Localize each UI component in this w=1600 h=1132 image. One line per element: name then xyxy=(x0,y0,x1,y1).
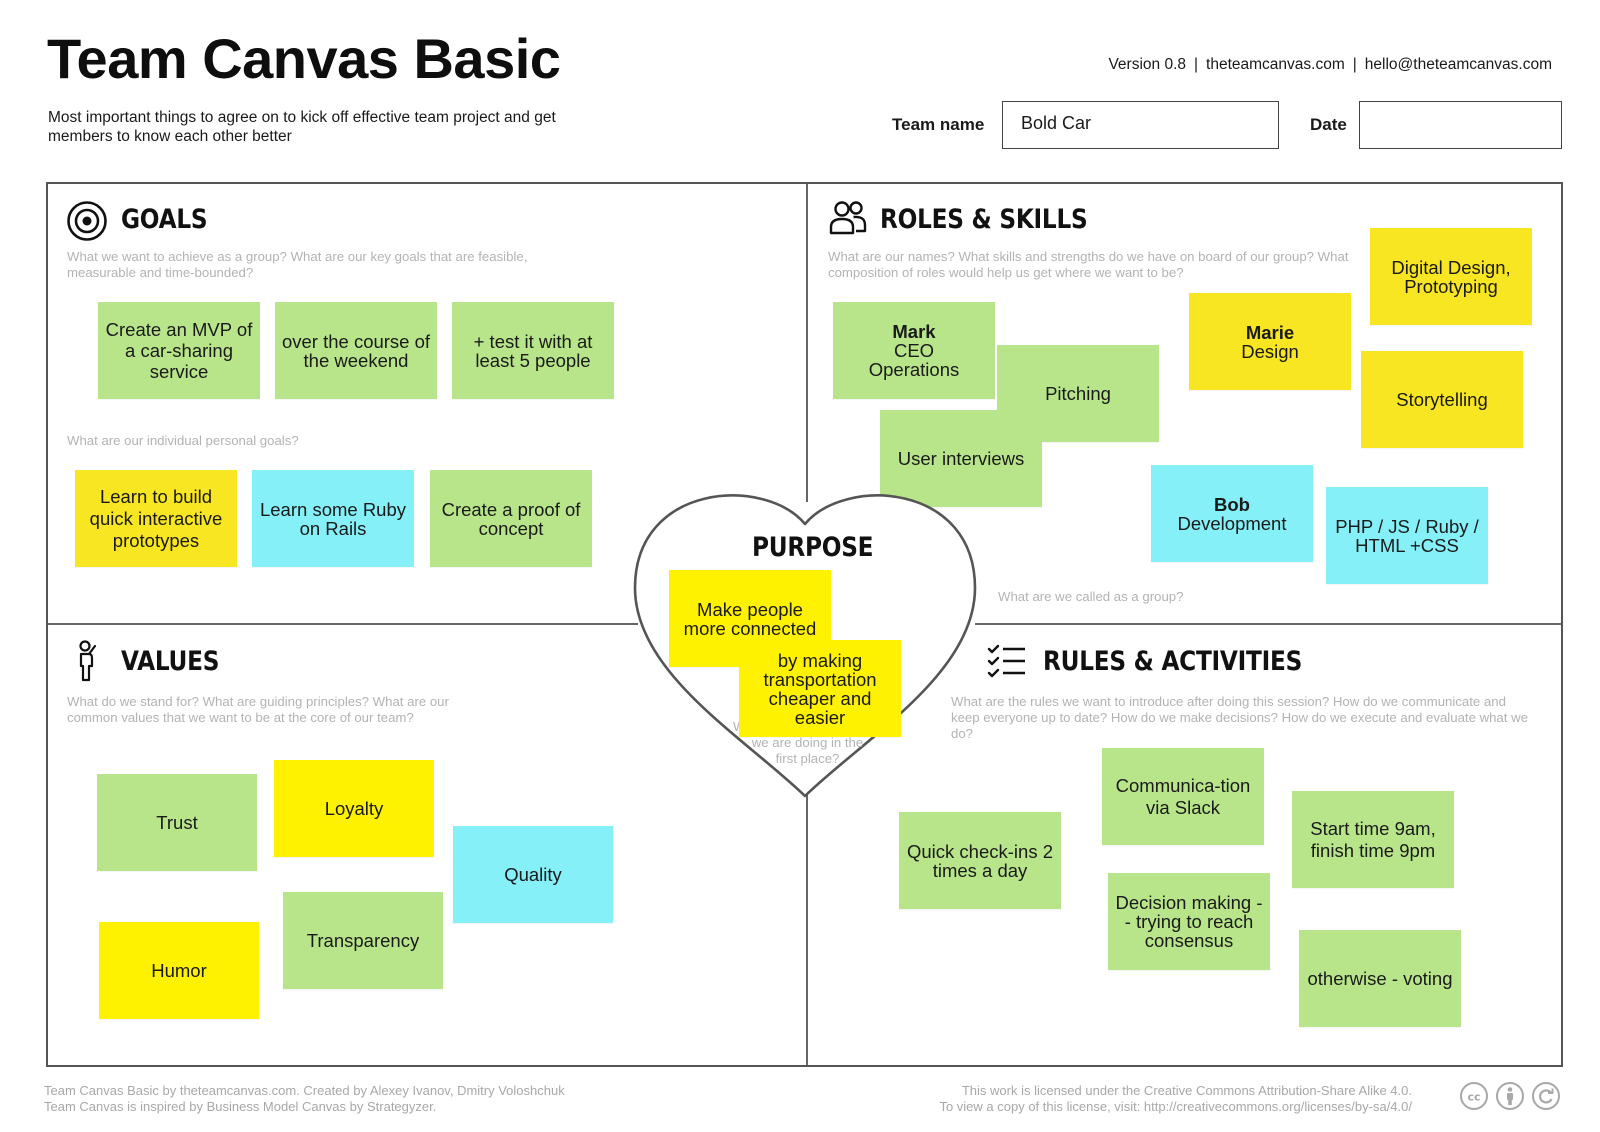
footer-line: Team Canvas Basic by theteamcanvas.com. … xyxy=(44,1083,565,1098)
role-note-marie[interactable]: Marie Design xyxy=(1189,293,1351,390)
purpose-note[interactable]: by making transportation cheaper and eas… xyxy=(739,640,901,737)
footer-license: This work is licensed under the Creative… xyxy=(939,1083,1412,1115)
footer-credits: Team Canvas Basic by theteamcanvas.com. … xyxy=(44,1083,565,1115)
role-note-mark[interactable]: Mark CEO Operations xyxy=(833,302,995,399)
rule-note[interactable]: Start time 9am, finish time 9pm xyxy=(1292,791,1454,888)
purpose-hint-line: we are doing in the xyxy=(751,735,864,750)
team-name-label: Team name xyxy=(892,115,985,134)
date-field[interactable] xyxy=(1359,101,1562,149)
rules-title: RULES & ACTIVITIES xyxy=(1043,646,1303,677)
roles-hint: What are our names? What skills and stre… xyxy=(828,249,1349,280)
purpose-hint: we are doing in the first place? xyxy=(745,735,870,767)
site-link[interactable]: theteamcanvas.com xyxy=(1206,56,1345,73)
personal-goal-note[interactable]: Create a proof of concept xyxy=(430,470,592,567)
member-role: CEO xyxy=(893,340,935,361)
separator: | xyxy=(1352,56,1357,73)
canvas-frame xyxy=(46,182,1563,1067)
rule-note[interactable]: Quick check-ins 2 times a day xyxy=(899,812,1061,909)
footer-line: This work is licensed under the Creative… xyxy=(961,1083,1412,1098)
value-note[interactable]: Quality xyxy=(453,826,613,923)
skill-note[interactable]: Storytelling xyxy=(1361,351,1523,448)
value-note[interactable]: Transparency xyxy=(283,892,443,989)
skill-note[interactable]: Digital Design, Prototyping xyxy=(1370,228,1532,325)
footer-line[interactable]: To view a copy of this license, visit: h… xyxy=(939,1099,1412,1114)
goal-note[interactable]: over the course of the weekend xyxy=(275,302,437,399)
team-name-field[interactable]: Bold Car xyxy=(1002,101,1279,149)
member-role: Design xyxy=(1241,340,1299,362)
page-title: Team Canvas Basic xyxy=(47,27,561,90)
roles-title: ROLES & SKILLS xyxy=(880,204,1088,235)
skill-note[interactable]: User interviews xyxy=(880,410,1042,507)
people-icon xyxy=(829,201,867,235)
goals-hint: What we want to achieve as a group? What… xyxy=(67,249,528,280)
rule-note[interactable]: Decision making -- trying to reach conse… xyxy=(1108,873,1270,970)
goals-title: GOALS xyxy=(121,204,208,235)
member-role: Development xyxy=(1177,512,1287,534)
version-text: Version 0.8 xyxy=(1108,56,1187,73)
person-icon xyxy=(79,640,97,682)
divider xyxy=(806,795,808,1065)
purpose-hint-line: first place? xyxy=(775,751,840,766)
attribution-icon[interactable] xyxy=(1495,1081,1525,1111)
svg-text:cc: cc xyxy=(1467,1091,1480,1104)
role-note-bob[interactable]: Bob Development xyxy=(1151,465,1313,562)
skill-note[interactable]: PHP / JS / Ruby / HTML +CSS xyxy=(1326,487,1488,584)
personal-goal-note[interactable]: Learn to build quick interactive prototy… xyxy=(75,470,237,567)
value-note[interactable]: Loyalty xyxy=(274,760,434,857)
divider xyxy=(48,623,638,625)
group-name-hint: What are we called as a group? xyxy=(998,589,1184,604)
member-name: Marie xyxy=(1245,321,1295,343)
email-link[interactable]: hello@theteamcanvas.com xyxy=(1364,56,1552,73)
divider xyxy=(806,184,808,502)
rule-note[interactable]: otherwise - voting xyxy=(1299,930,1461,1027)
purpose-title: PURPOSE xyxy=(752,532,874,563)
member-name: Mark xyxy=(892,321,936,342)
value-note[interactable]: Humor xyxy=(99,922,259,1019)
footer-line: Team Canvas is inspired by Business Mode… xyxy=(44,1099,437,1114)
target-icon xyxy=(67,201,107,241)
value-note[interactable]: Trust xyxy=(97,774,257,871)
personal-goals-hint: What are our individual personal goals? xyxy=(67,433,299,448)
share-alike-icon[interactable] xyxy=(1531,1081,1561,1111)
header-info: Version 0.8 | theteamcanvas.com | hello@thet… xyxy=(1108,56,1552,74)
goal-note[interactable]: + test it with at least 5 people xyxy=(452,302,614,399)
checklist-icon xyxy=(987,644,1025,678)
date-label: Date xyxy=(1310,115,1347,134)
separator: | xyxy=(1194,56,1199,73)
values-hint: What do we stand for? What are guiding p… xyxy=(67,694,449,725)
values-title: VALUES xyxy=(121,646,220,677)
member-role: Operations xyxy=(868,359,960,380)
personal-goal-note[interactable]: Learn some Ruby on Rails xyxy=(252,470,414,567)
page-subtitle: Most important things to agree on to kic… xyxy=(48,109,556,145)
goal-note[interactable]: Create an MVP of a car-sharing service xyxy=(98,302,260,399)
divider xyxy=(975,623,1561,625)
cc-icon[interactable]: cc xyxy=(1459,1081,1489,1111)
rule-note[interactable]: Communica-tion via Slack xyxy=(1102,748,1264,845)
rules-hint: What are the rules we want to introduce … xyxy=(951,694,1528,741)
member-name: Bob xyxy=(1214,493,1250,515)
